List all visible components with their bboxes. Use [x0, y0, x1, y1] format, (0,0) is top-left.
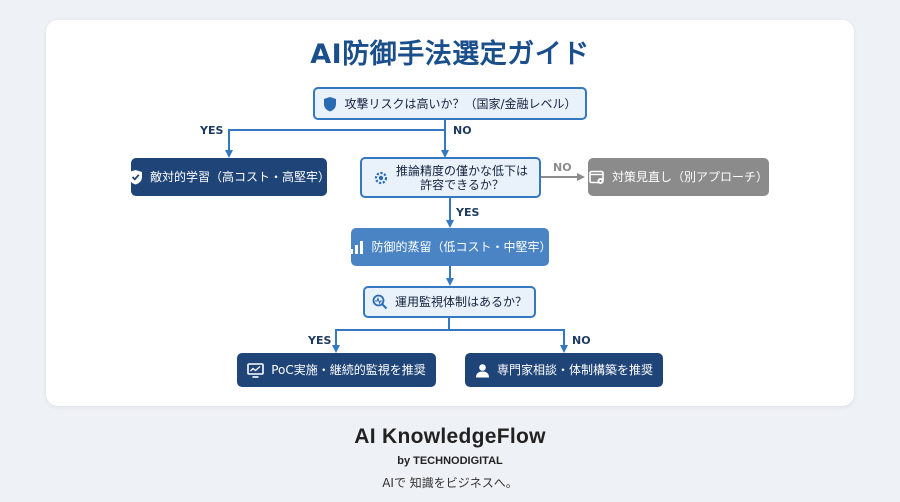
shield-check-icon [128, 169, 143, 185]
question-attack-risk-label: 攻撃リスクは高いか？（国家/金融レベル） [344, 96, 577, 111]
result-review-measures: 対策見直し（別アプローチ） [588, 158, 769, 196]
edge-q3-yes [332, 318, 450, 353]
brand-name: AI KnowledgeFlow [354, 425, 546, 448]
monitor-icon [247, 362, 265, 378]
result-expert-consult: 専門家相談・体制構築を推奨 [465, 353, 663, 387]
result-expert-consult-label: 専門家相談・体制構築を推奨 [497, 363, 654, 377]
result-defensive-distillation: 防御的蒸留（低コスト・中堅牢） [349, 228, 552, 266]
question-accuracy-drop: 推論精度の僅かな低下は 許容できるか？ [360, 157, 541, 198]
result-adversarial-training-label: 敵対的学習（高コスト・高堅牢） [150, 170, 331, 184]
question-accuracy-drop-line2: 許容できるか？ [420, 177, 504, 192]
question-monitoring: 運用監視体制はあるか？ [363, 286, 536, 318]
result-poc-monitoring: PoC実施・継続的監視を推奨 [237, 353, 436, 387]
question-accuracy-drop-line1: 推論精度の僅かな低下は [395, 163, 528, 178]
edge-label-yes: YES [200, 124, 224, 137]
magnifier-pulse-icon [372, 294, 388, 310]
question-accuracy-drop-text: 推論精度の僅かな低下は 許容できるか？ [396, 164, 528, 192]
bar-chart-icon [349, 240, 365, 255]
result-review-measures-label: 対策見直し（別アプローチ） [612, 170, 769, 184]
brand-tagline: AIで 知識をビジネスへ。 [382, 476, 518, 490]
question-attack-risk: 攻撃リスクは高いか？（国家/金融レベル） [313, 87, 587, 120]
result-poc-monitoring-label: PoC実施・継続的監視を推奨 [271, 363, 426, 377]
window-settings-icon [589, 170, 605, 185]
edge-label-no: NO [553, 161, 572, 174]
brand-byline: by TECHNODIGITAL [397, 455, 503, 467]
edge-q3-no [449, 329, 568, 353]
edge-label-yes: YES [308, 334, 332, 347]
result-adversarial-training: 敵対的学習（高コスト・高堅牢） [128, 158, 331, 196]
result-defensive-distillation-label: 防御的蒸留（低コスト・中堅牢） [371, 240, 552, 254]
edge-label-yes: YES [456, 206, 480, 219]
shield-icon [323, 96, 337, 112]
diagram-title: AI防御手法選定ガイド [310, 39, 590, 70]
edge-label-no: NO [453, 124, 472, 137]
person-icon [475, 363, 490, 378]
gear-icon [373, 170, 389, 186]
edge-label-no: NO [572, 334, 591, 347]
edge-q1-yes [225, 120, 446, 158]
question-monitoring-label: 運用監視体制はあるか？ [395, 295, 528, 309]
